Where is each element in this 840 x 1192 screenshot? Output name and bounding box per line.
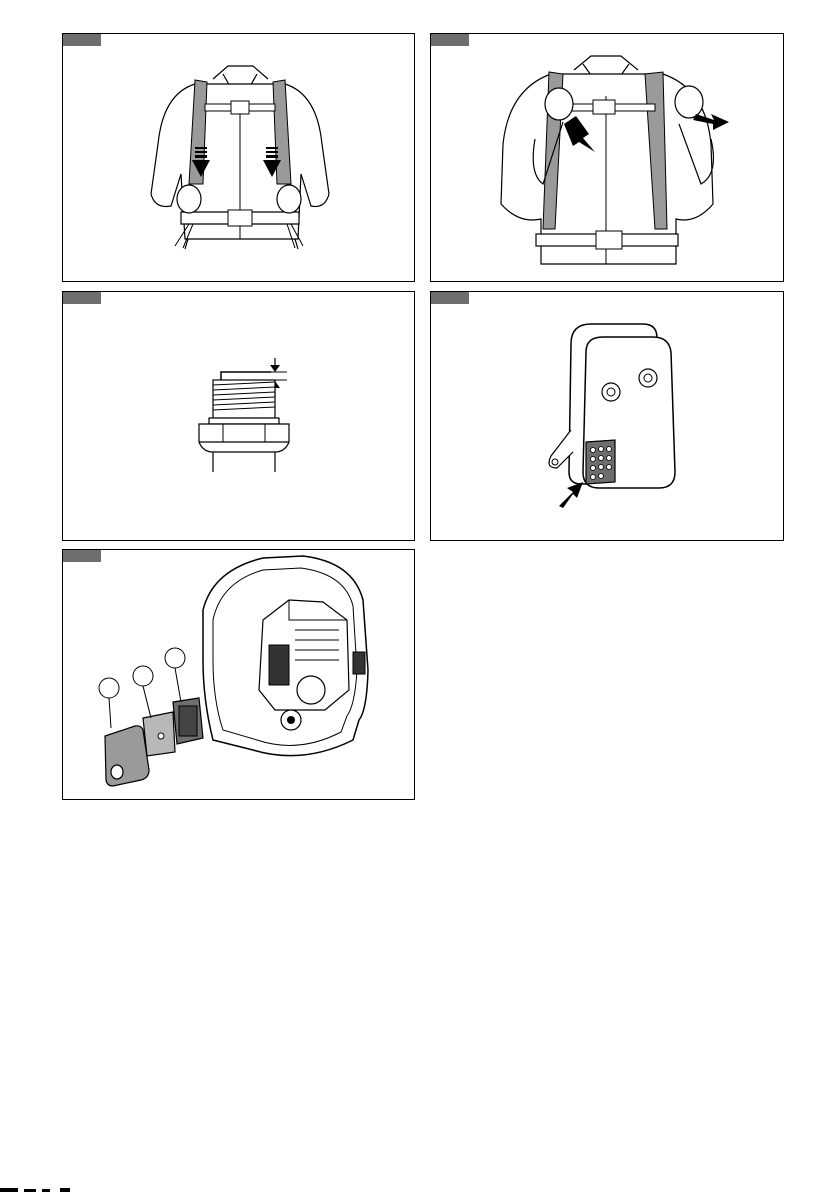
page-footer-fragment — [0, 1186, 120, 1192]
spark-plug-illustration — [63, 292, 416, 542]
figure-panel-3 — [62, 291, 415, 541]
figure-panel-1 — [62, 33, 415, 282]
straps-loosen-illustration — [431, 34, 785, 283]
figure-panel-5 — [62, 549, 415, 800]
figure-panel-4 — [430, 291, 784, 541]
arrow-pointer-icon — [559, 482, 583, 508]
straps-pull-illustration — [63, 34, 416, 283]
air-filter-illustration — [63, 550, 416, 801]
figure-panel-2 — [430, 33, 784, 282]
muffler-illustration — [431, 292, 785, 542]
